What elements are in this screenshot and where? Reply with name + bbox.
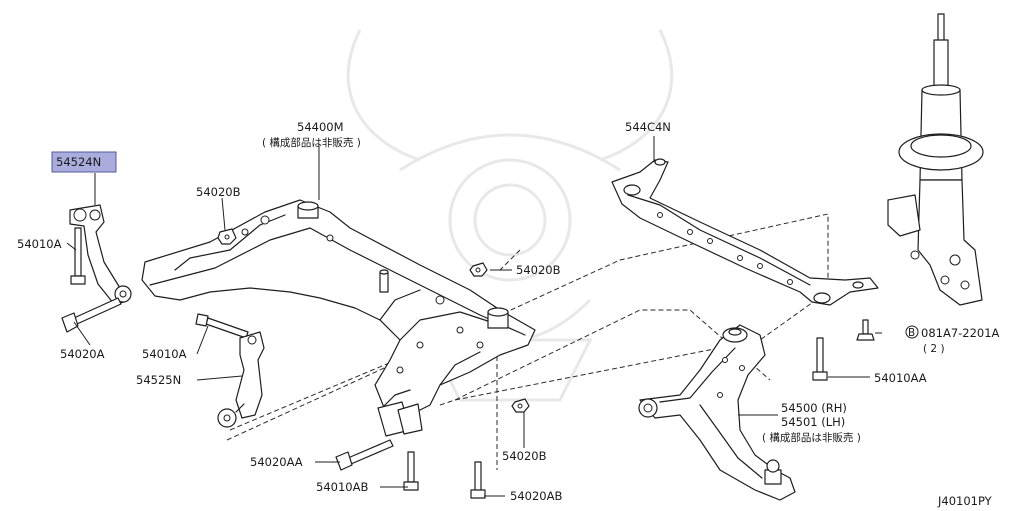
label-54010aa[interactable]: 54010AA xyxy=(874,371,927,385)
bolt-54010aa[interactable] xyxy=(812,337,828,381)
label-54501[interactable]: 54501 (LH) xyxy=(781,415,845,429)
highlight-box-54524n xyxy=(51,151,117,173)
bolt-54020a[interactable] xyxy=(61,297,122,333)
label-54400m-note: ( 構成部品は非販売 ) xyxy=(262,136,361,149)
label-081a7-qty: ( 2 ) xyxy=(923,343,945,355)
label-544c4n[interactable]: 544C4N xyxy=(625,120,671,134)
bolt-54010a-left[interactable] xyxy=(70,227,86,285)
label-54010a-mid[interactable]: 54010A xyxy=(142,347,187,361)
label-54525n[interactable]: 54525N xyxy=(136,373,181,387)
lower-control-arm-54500[interactable] xyxy=(638,324,796,501)
nut-54020b-upper[interactable] xyxy=(469,262,488,277)
stabilizer-link-54524n[interactable] xyxy=(69,204,132,305)
label-54020b-lower[interactable]: 54020B xyxy=(502,449,547,463)
label-54400m[interactable]: 54400M xyxy=(297,120,344,134)
label-081a7-2201a[interactable]: 081A7-2201A xyxy=(921,326,1000,340)
circle-b-icon xyxy=(905,325,919,339)
brace-544c4n[interactable] xyxy=(611,158,879,306)
leader-lines xyxy=(66,136,882,497)
label-54020b-upper[interactable]: 54020B xyxy=(516,263,561,277)
nut-54020b-lower[interactable] xyxy=(511,398,530,413)
label-54010ab[interactable]: 54010AB xyxy=(316,480,368,494)
label-54020ab[interactable]: 54020AB xyxy=(510,489,562,503)
stabilizer-link-54525n[interactable] xyxy=(217,331,265,428)
nut-54020b-top[interactable] xyxy=(217,228,237,245)
diagram-code: J40101PY xyxy=(937,494,993,508)
label-54020a[interactable]: 54020A xyxy=(60,347,105,361)
label-54020b-top[interactable]: 54020B xyxy=(196,185,241,199)
strut-assembly xyxy=(887,13,984,306)
bolt-54010a-mid[interactable] xyxy=(195,313,249,339)
crossmember-54400m[interactable] xyxy=(141,199,536,437)
bolt-54020ab[interactable] xyxy=(470,461,486,499)
label-54010a-left[interactable]: 54010A xyxy=(17,237,62,251)
label-54020aa[interactable]: 54020AA xyxy=(250,455,303,469)
bolt-54020aa[interactable] xyxy=(335,439,394,471)
label-54500[interactable]: 54500 (RH) xyxy=(781,401,847,415)
bolt-081a7-2201a[interactable] xyxy=(856,319,875,341)
label-54524n[interactable]: 54524N xyxy=(56,155,101,169)
label-circle-b: B xyxy=(908,327,915,339)
bolt-54010ab[interactable] xyxy=(403,451,419,491)
label-54500-note: ( 構成部品は非販売 ) xyxy=(762,431,861,444)
